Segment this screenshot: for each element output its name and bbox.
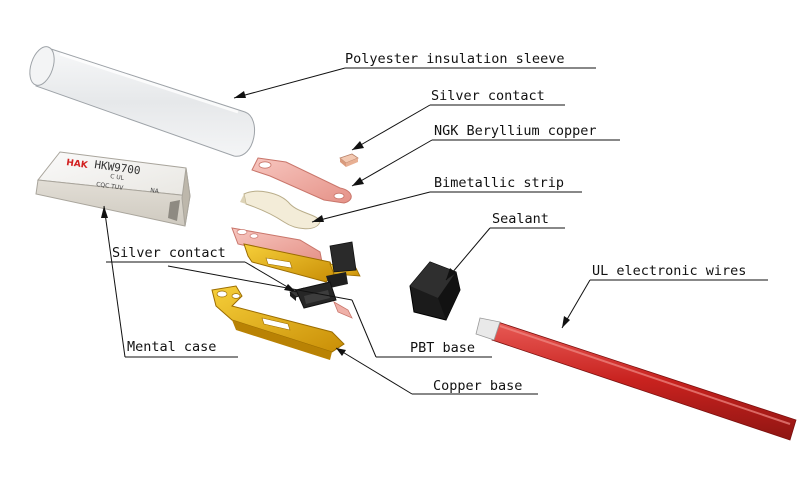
- leader-lines: [103, 67, 768, 395]
- arrowheads: [101, 91, 570, 356]
- label-ul-wires: UL electronic wires: [592, 263, 746, 279]
- case-marking-2: C UL: [110, 173, 125, 182]
- label-polyester-sleeve: Polyester insulation sleeve: [345, 51, 564, 67]
- label-bimetallic-strip: Bimetallic strip: [434, 175, 564, 191]
- silver-contact-top: [339, 153, 359, 167]
- label-beryllium-copper: NGK Beryllium copper: [434, 123, 597, 139]
- gold-terminal-assembly: [231, 227, 361, 288]
- case-marking-4: NA: [150, 187, 160, 195]
- polyester-sleeve: [29, 46, 256, 157]
- label-metal-case: Mental case: [127, 339, 216, 355]
- case-model: HKW9700: [94, 158, 142, 177]
- label-sealant: Sealant: [492, 211, 549, 227]
- copper-base: [211, 285, 345, 360]
- label-silver-contact-top: Silver contact: [431, 88, 545, 104]
- ul-electronic-wires: [475, 317, 797, 441]
- bimetallic-strip: [240, 190, 321, 230]
- metal-case: HAK HKW9700 C UL CQC TUV NA: [35, 151, 191, 227]
- pbt-base: [295, 281, 353, 319]
- case-marking-3: CQC TUV: [96, 181, 125, 192]
- beryllium-copper-strip: [251, 157, 352, 204]
- label-silver-contact-left: Silver contact: [112, 245, 226, 261]
- label-copper-base: Copper base: [433, 378, 522, 394]
- label-pbt-base: PBT base: [410, 340, 475, 356]
- case-brand: HAK: [66, 158, 90, 171]
